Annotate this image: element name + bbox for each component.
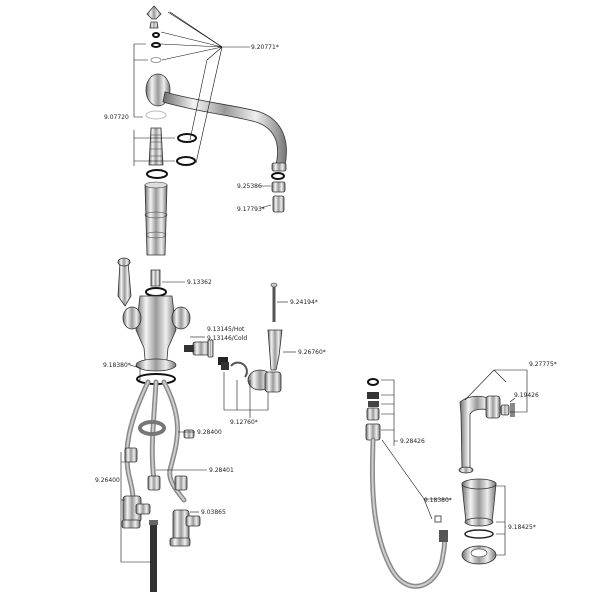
spray-fitting-part	[368, 401, 379, 407]
aerator-part	[271, 181, 286, 193]
faucet-body-part	[122, 295, 191, 372]
spray-washer-part	[464, 529, 494, 539]
label-907720: 9.07720	[104, 114, 129, 121]
faucet-column-part	[144, 184, 168, 256]
spray-fitting-part	[366, 407, 380, 421]
spray-hose-end	[439, 530, 448, 542]
o-ring-part	[151, 42, 161, 48]
finial-part	[146, 5, 162, 29]
label-928400: 9.28400	[197, 429, 222, 436]
hose-end-fitting-part	[124, 447, 138, 463]
label-913362: 9.13362	[187, 279, 212, 286]
threaded-insert-part	[148, 127, 164, 166]
snap-ring-part	[230, 361, 248, 378]
hose-connector-part	[183, 429, 195, 439]
label-913145: 9.13145/Hot	[207, 326, 245, 333]
label-913146: 9.13146/Cold	[207, 335, 247, 342]
spray-clip-part	[434, 515, 442, 523]
handle-pin-part	[270, 282, 278, 322]
label-918380-left: 9.18380*	[103, 362, 131, 369]
spray-nut-part	[367, 392, 379, 399]
label-926760: 9.26760*	[298, 349, 326, 356]
valve-bonnet-part	[247, 369, 282, 393]
o-ring-part	[177, 133, 197, 143]
label-912760: 9.12760*	[230, 419, 258, 426]
threaded-rod-part	[150, 522, 157, 592]
o-ring-part	[145, 287, 167, 297]
label-919426: 9.19426	[514, 392, 539, 399]
leader-lines	[120, 11, 528, 563]
label-924194: 9.24194*	[290, 299, 318, 306]
label-927775: 9.27775*	[529, 361, 557, 368]
washer-part	[150, 57, 162, 63]
label-926400: 9.26400	[95, 477, 120, 484]
side-handle-part	[267, 329, 283, 371]
spout-o-ring	[271, 172, 285, 180]
o-ring-part	[152, 32, 160, 38]
valve-cartridge-part	[184, 339, 214, 358]
label-917793: 9.17793*	[237, 206, 265, 213]
spray-button-part	[500, 404, 510, 416]
cartridge-stem-part	[150, 269, 161, 287]
label-918425: 9.18425*	[508, 524, 536, 531]
fitting-part	[218, 357, 228, 365]
tee-fitting-part	[121, 495, 151, 529]
label-903865: 9.03865	[201, 509, 226, 516]
hose-end-fitting-part	[174, 475, 188, 491]
o-ring-part	[176, 156, 196, 166]
spray-head-part	[458, 395, 501, 474]
o-ring-part	[146, 169, 168, 179]
spout-part	[145, 73, 287, 172]
label-920771: 9.20771*	[251, 44, 279, 51]
spray-mount-nut-part	[461, 545, 497, 565]
label-928426: 9.28426	[400, 438, 425, 445]
spray-clip-part	[510, 403, 515, 417]
washer-part	[145, 110, 167, 120]
lever-handle-part	[117, 257, 132, 307]
label-925386: 9.25386	[237, 183, 262, 190]
label-918380-right: 9.18380*	[424, 497, 452, 504]
fitting-part	[221, 362, 229, 370]
spray-hose-part	[369, 437, 448, 589]
spray-holder-part	[461, 478, 497, 527]
spray-o-ring	[367, 378, 379, 386]
tee-fitting-part	[169, 509, 201, 547]
aerator-insert-part	[272, 195, 285, 213]
hose-end-fitting-part	[147, 475, 161, 491]
mounting-nut-part	[138, 420, 166, 436]
label-928401: 9.28401	[209, 467, 234, 474]
